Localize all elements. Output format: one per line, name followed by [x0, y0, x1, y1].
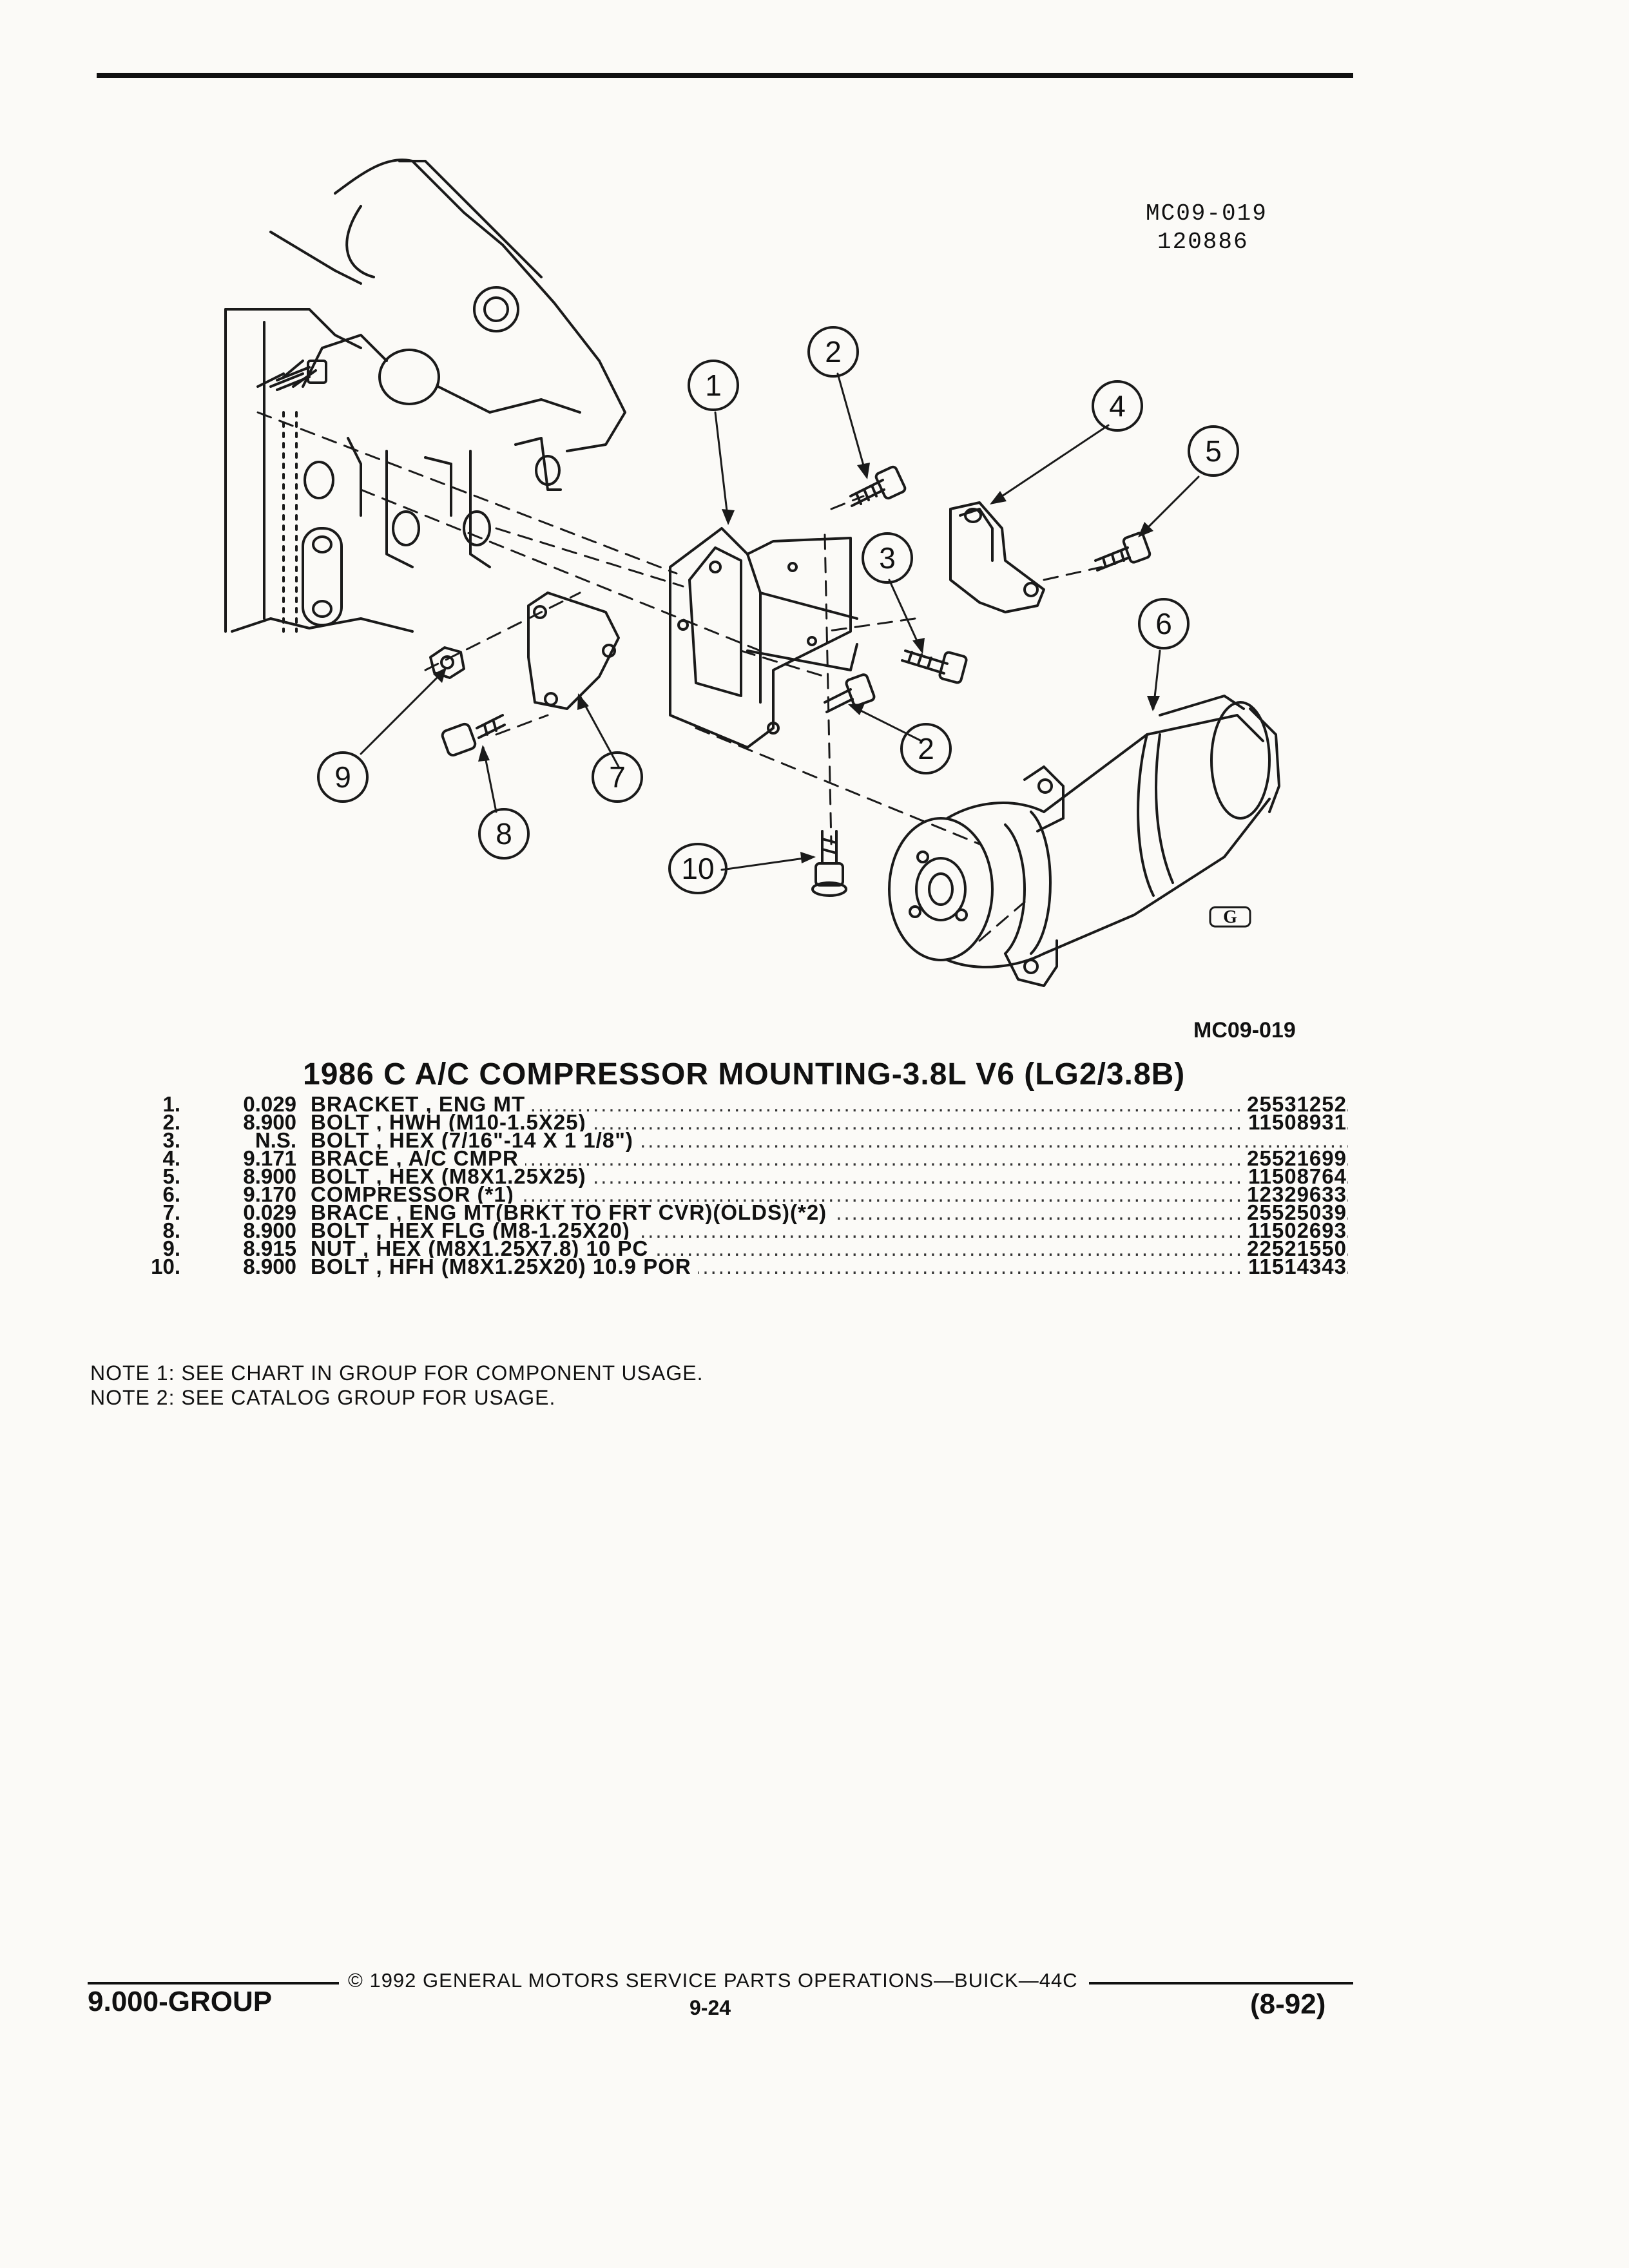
exploded-view-illustration: 1 2 2 3 4 5 6 7 8 9 10 G [224, 159, 1280, 987]
item-number: 4. [162, 1146, 180, 1170]
part-number: 11514343 [1241, 1256, 1347, 1277]
callout-4: 4 [1109, 389, 1126, 423]
parts-list: 1.0.029.................................… [142, 1092, 1353, 1278]
footer-rule-left [88, 1982, 339, 1984]
figure-code-bottom: MC09-019 [1193, 1018, 1296, 1043]
part-description: BRACE , ENG MT(BRKT TO FRT CVR)(OLDS)(*2… [311, 1202, 834, 1223]
part-description: BOLT , HEX (7/16"-14 X 1 1/8") [311, 1129, 640, 1151]
arrowheads [433, 463, 1160, 863]
footer-group: 9.000-GROUP [88, 1986, 273, 2017]
assembly-lines [256, 411, 1103, 942]
callout-8: 8 [496, 817, 512, 850]
item-number: 9. [162, 1236, 180, 1260]
part-description: NUT , HEX (M8X1.25X7.8) 10 PC [311, 1238, 655, 1259]
callout-7: 7 [609, 760, 626, 794]
part-description: BOLT , HFH (M8X1.25X20) 10.9 POR [311, 1256, 698, 1277]
group-number: 8.915 [243, 1236, 296, 1260]
item-number: 6. [162, 1182, 180, 1206]
part-description: BOLT , HEX (M8X1.25X25) [311, 1166, 593, 1187]
callout-10: 10 [681, 852, 714, 885]
item-number: 7. [162, 1200, 180, 1224]
figure-id-top: MC09-019 120886 [1146, 200, 1268, 256]
callout-2-lower: 2 [918, 732, 934, 765]
group-number: 9.171 [243, 1146, 296, 1170]
leader-lines [360, 372, 1200, 871]
engine-block-drawing [224, 159, 626, 633]
group-number: 0.029 [243, 1200, 296, 1224]
group-number: 8.900 [243, 1164, 296, 1188]
item-number: 2. [162, 1110, 180, 1134]
part-description: BRACE , A/C CMPR [311, 1148, 525, 1169]
gm-logo-icon: G [1209, 906, 1251, 928]
note-1: NOTE 1: SEE CHART IN GROUP FOR COMPONENT… [90, 1361, 704, 1385]
brace-ac-cmpr-drawing [949, 501, 1045, 613]
part-number: 25521699 [1240, 1148, 1347, 1169]
svg-text:G: G [1223, 907, 1237, 927]
part-number: 11508931 [1241, 1111, 1347, 1133]
top-rule [97, 73, 1353, 78]
callout-2-upper: 2 [825, 335, 842, 369]
parts-row: 7.0.029.................................… [142, 1200, 1353, 1224]
brace-eng-mt-drawing [527, 591, 620, 710]
group-number: 8.900 [243, 1110, 296, 1134]
parts-row: 5.8.900.................................… [142, 1164, 1353, 1188]
item-number: 10. [151, 1254, 180, 1278]
part-description: BRACKET , ENG MT [311, 1093, 532, 1115]
figure-id-line1: MC09-019 [1146, 200, 1268, 227]
parts-row: 3.N.S...................................… [142, 1128, 1353, 1152]
item-number: 1. [162, 1092, 180, 1116]
part-description: BOLT , HWH (M10-1.5X25) [311, 1111, 593, 1133]
parts-row: 6.9.170.................................… [142, 1182, 1353, 1206]
group-number: 8.900 [243, 1254, 296, 1278]
part-number: 22521550 [1240, 1238, 1347, 1259]
group-number: 0.029 [243, 1092, 296, 1116]
page-number: 9-24 [689, 1996, 731, 2019]
part-number: 12329633 [1240, 1184, 1347, 1205]
parts-row: 9.8.915.................................… [142, 1236, 1353, 1260]
part-number: 11502693 [1241, 1220, 1347, 1241]
part-number: 25525039 [1240, 1202, 1347, 1223]
note-2: NOTE 2: SEE CATALOG GROUP FOR USAGE. [90, 1386, 556, 1409]
part-number: 11508764 [1241, 1166, 1347, 1187]
callout-1: 1 [705, 369, 722, 402]
item-number: 5. [162, 1164, 180, 1188]
footer-rule-right [1089, 1982, 1353, 1984]
callout-3: 3 [879, 541, 896, 575]
callout-6: 6 [1155, 607, 1172, 640]
part-description: COMPRESSOR (*1) [311, 1184, 521, 1205]
bolt-drawings [276, 360, 1152, 897]
footer-copyright: © 1992 GENERAL MOTORS SERVICE PARTS OPER… [348, 1969, 1078, 1992]
part-number: 25531252 [1240, 1093, 1347, 1115]
bracket-eng-mt-drawing [669, 527, 858, 749]
parts-row: 10.8.900................................… [142, 1254, 1353, 1278]
page-title: 1986 C A/C COMPRESSOR MOUNTING-3.8L V6 (… [303, 1057, 1186, 1091]
group-number: N.S. [255, 1128, 296, 1152]
figure-id-line2: 120886 [1157, 229, 1249, 255]
item-number: 8. [162, 1218, 180, 1242]
notes: NOTE 1: SEE CHART IN GROUP FOR COMPONENT… [90, 1361, 703, 1410]
parts-row: 1.0.029.................................… [142, 1092, 1353, 1116]
callout-labels: 1 2 2 3 4 5 6 7 8 9 10 [334, 335, 1222, 885]
part-description: BOLT , HEX FLG (M8-1.25X20) [311, 1220, 637, 1241]
group-number: 9.170 [243, 1182, 296, 1206]
parts-row: 2.8.900.................................… [142, 1110, 1353, 1134]
parts-row: 4.9.171.................................… [142, 1146, 1353, 1170]
parts-row: 8.8.900.................................… [142, 1218, 1353, 1242]
compressor-drawing [888, 695, 1280, 987]
footer-date: (8-92) [1250, 1988, 1326, 2020]
callout-circles [317, 326, 1239, 894]
group-number: 8.900 [243, 1218, 296, 1242]
callout-5: 5 [1205, 434, 1222, 468]
callout-9: 9 [334, 760, 351, 794]
item-number: 3. [162, 1128, 180, 1152]
